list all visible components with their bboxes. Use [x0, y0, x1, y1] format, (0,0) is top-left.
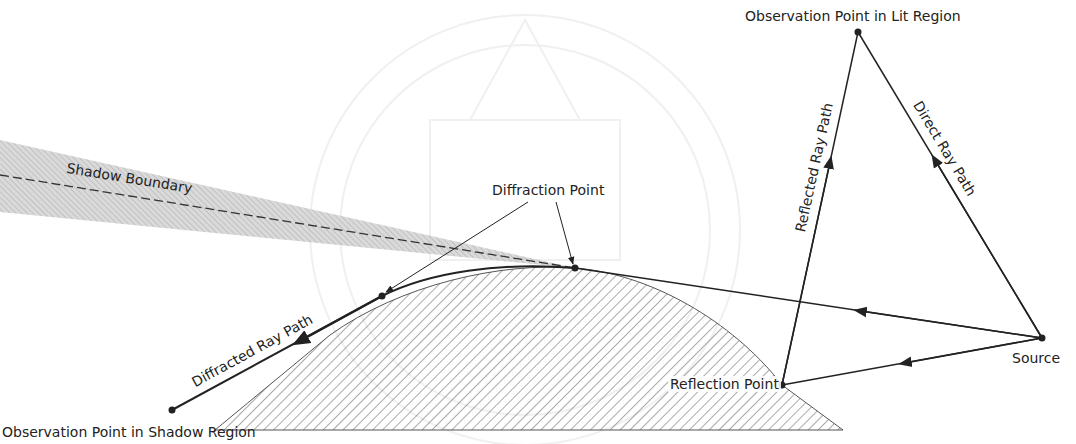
source-label: Source — [1012, 350, 1060, 366]
point-label: Observation Point in Shadow Region — [2, 424, 256, 440]
point-label: Observation Point in Lit Region — [745, 8, 961, 24]
point-label: Reflection Point — [668, 376, 781, 392]
point-label: Diffraction Point — [492, 182, 604, 198]
ray-label: Direct Ray Path — [910, 98, 979, 199]
